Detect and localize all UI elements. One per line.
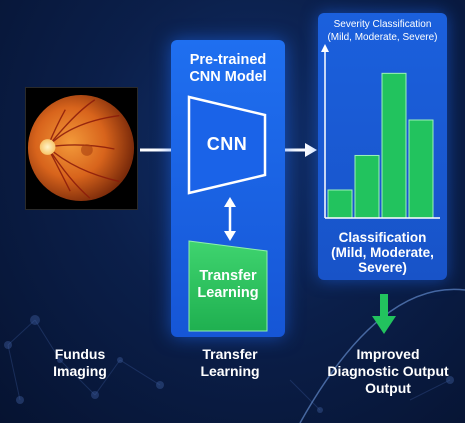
fundus-image (25, 87, 138, 210)
cnn-block (187, 95, 267, 195)
panel-title: Pre-trained CNN Model (189, 52, 267, 85)
y-axis-arrow-icon (321, 44, 329, 52)
severity-bar-3 (381, 72, 407, 219)
severity-chart (321, 44, 440, 219)
cnn-label: CNN (206, 134, 248, 154)
improved-output-caption: Improved Diagnostic Output Output (327, 346, 449, 396)
fundus-imaging-caption: Fundus Imaging (53, 346, 107, 379)
transfer-learning-block (188, 240, 268, 332)
transfer-learning-caption: Transfer Learning (200, 346, 260, 379)
severity-bar-1 (327, 189, 353, 219)
bidirectional-arrow-icon (224, 197, 236, 241)
chart-title: Severity Classification (Mild, Moderate,… (327, 19, 438, 43)
classification-label: Classification (Mild, Moderate, Severe) (331, 230, 434, 275)
severity-bar-2 (354, 154, 380, 219)
severity-bar-4 (408, 119, 434, 219)
transfer-learning-label: Transfer Learning (197, 268, 259, 301)
down-arrow-icon (372, 294, 396, 334)
